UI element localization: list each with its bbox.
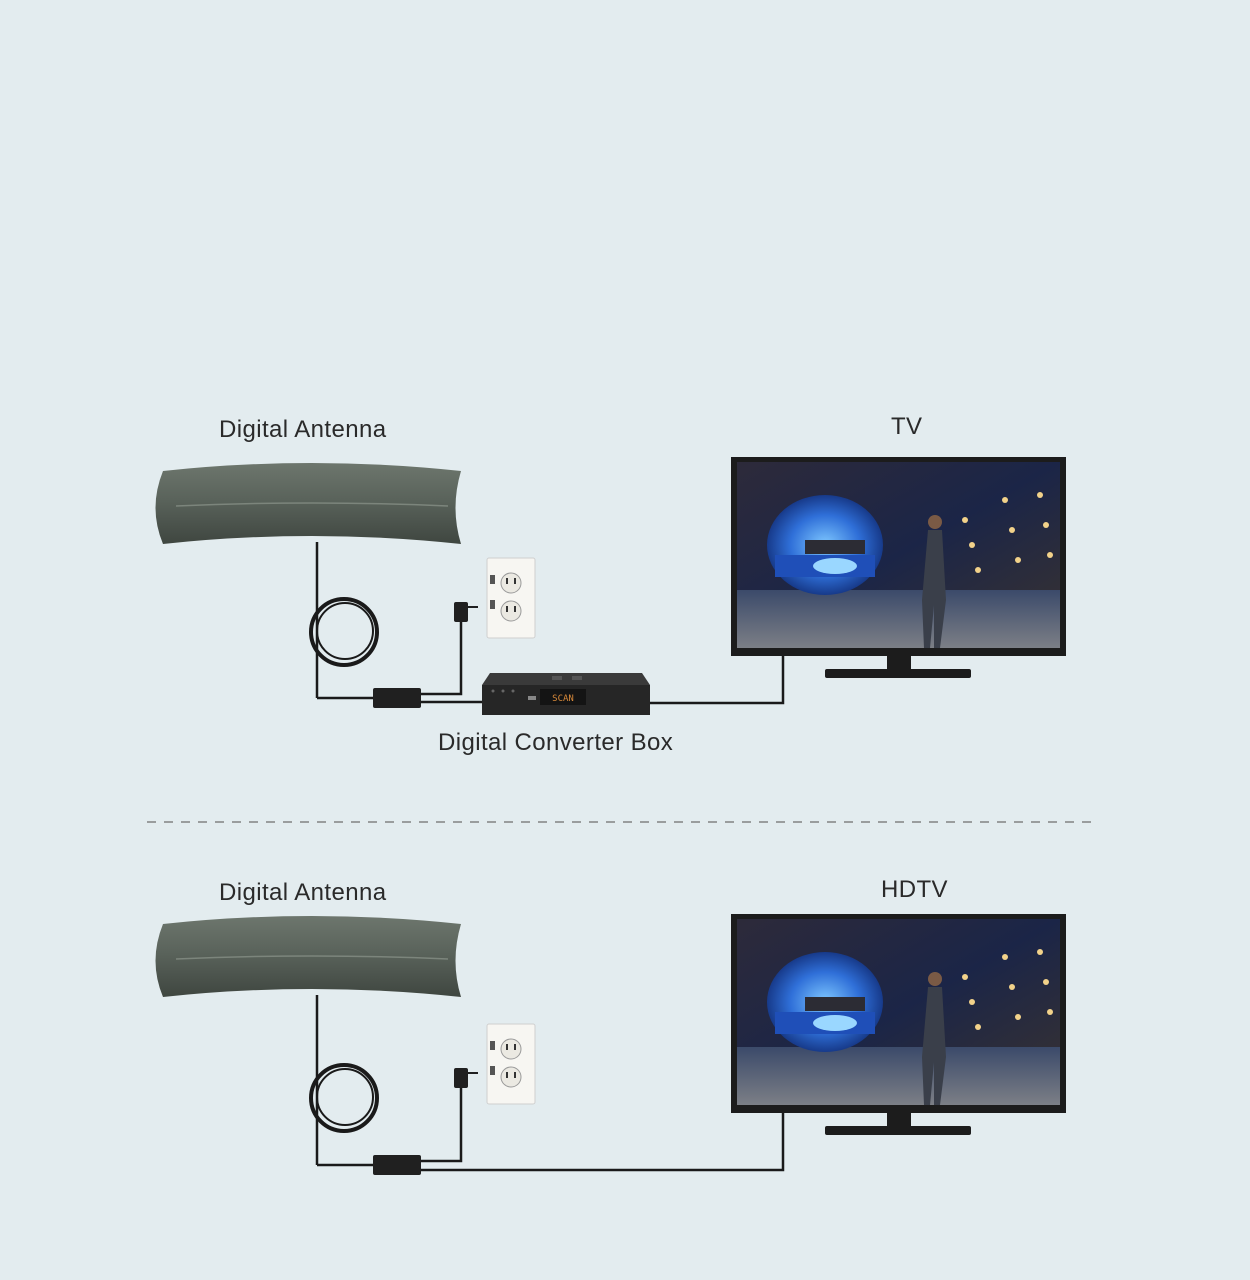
digital-antenna-2 bbox=[155, 916, 461, 997]
power-adapter-2 bbox=[454, 1068, 478, 1088]
power-adapter-1 bbox=[454, 602, 478, 622]
antenna-cable-2 bbox=[309, 995, 379, 1167]
antenna-label-1: Digital Antenna bbox=[219, 416, 387, 443]
diagram-hdtv-setup bbox=[155, 914, 1066, 1175]
hdtv bbox=[731, 914, 1066, 1135]
wall-outlet-2 bbox=[486, 1023, 536, 1105]
tv-1 bbox=[731, 457, 1066, 678]
antenna-to-hdtv-cable bbox=[421, 1113, 785, 1172]
diagram-converter-setup: SCAN bbox=[155, 457, 1066, 715]
digital-antenna-1 bbox=[155, 463, 461, 544]
hdtv-label: HDTV bbox=[881, 876, 948, 903]
antenna-cable-1 bbox=[309, 542, 379, 700]
digital-converter-box: SCAN bbox=[482, 673, 650, 715]
tv-label: TV bbox=[891, 413, 923, 440]
wall-outlet-1 bbox=[486, 557, 536, 639]
converter-box-label: Digital Converter Box bbox=[438, 729, 674, 756]
antenna-label-2: Digital Antenna bbox=[219, 879, 387, 906]
power-injector-1 bbox=[373, 688, 421, 708]
box-to-tv-cable bbox=[650, 655, 785, 705]
box-display-text: SCAN bbox=[552, 694, 574, 704]
power-injector-2 bbox=[373, 1155, 421, 1175]
